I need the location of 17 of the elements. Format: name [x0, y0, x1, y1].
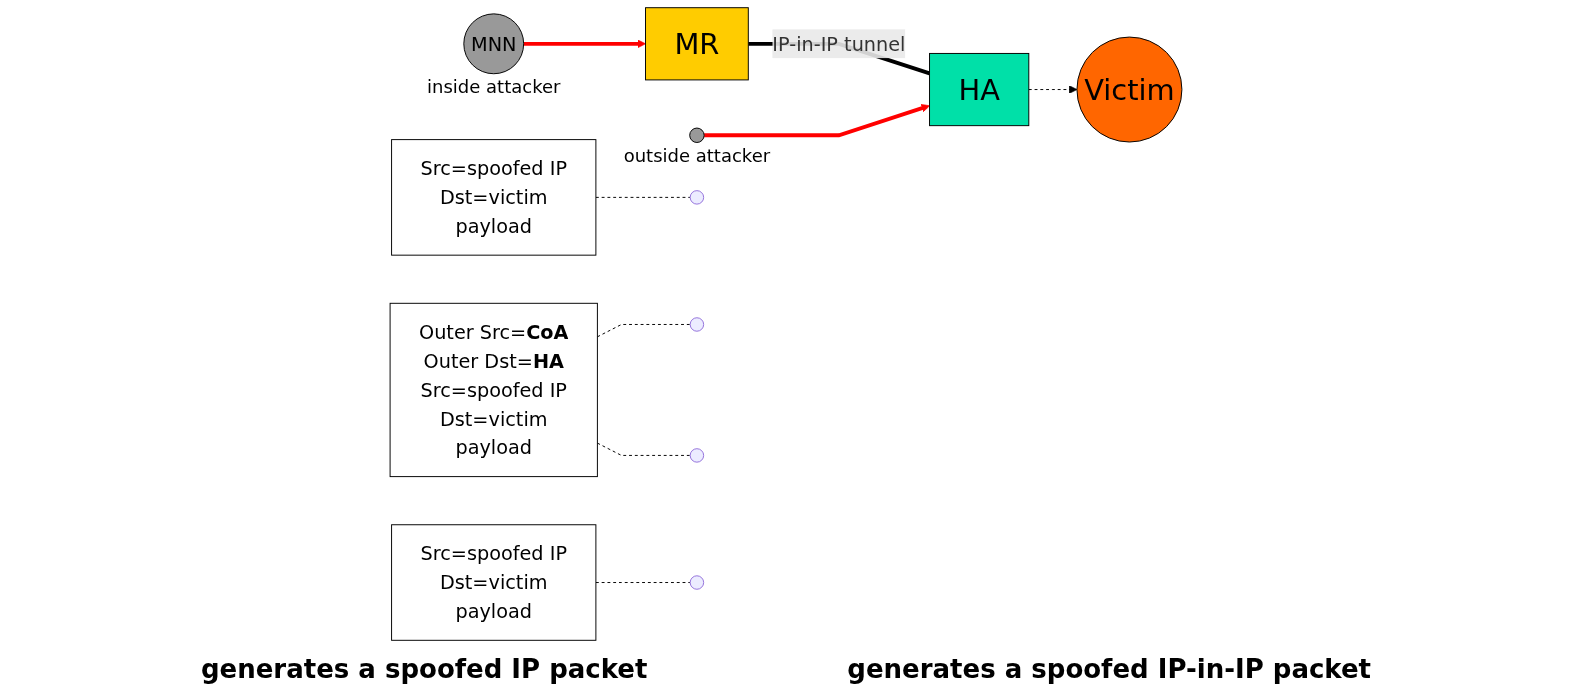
node-box: Src=spoofed IP Dst=victim payload — [391, 139, 597, 256]
node-box: Src=spoofed IP Dst=victim payload — [391, 524, 597, 641]
connector — [595, 582, 691, 583]
edge-label: IP-in-IP tunnel — [772, 32, 906, 56]
note-text: generates a spoofed IP-in-IP packet — [847, 654, 1371, 684]
arrow — [523, 39, 646, 49]
node-box: Outer Src=CoA Outer Dst=HA Src=spoofed IP Dst=victim payload — [389, 302, 598, 478]
node-caption: inside attacker — [427, 75, 561, 97]
node-circle — [689, 127, 705, 143]
node-circle: Victim — [1076, 36, 1183, 143]
node-circle: MNN — [463, 13, 525, 75]
node-box: HA — [929, 52, 1030, 127]
note-text: generates a spoofed IP packet — [201, 654, 648, 684]
node-caption: outside attacker — [623, 144, 771, 166]
connector — [595, 196, 691, 198]
arrow — [704, 104, 930, 138]
node-box: MR — [645, 7, 749, 81]
